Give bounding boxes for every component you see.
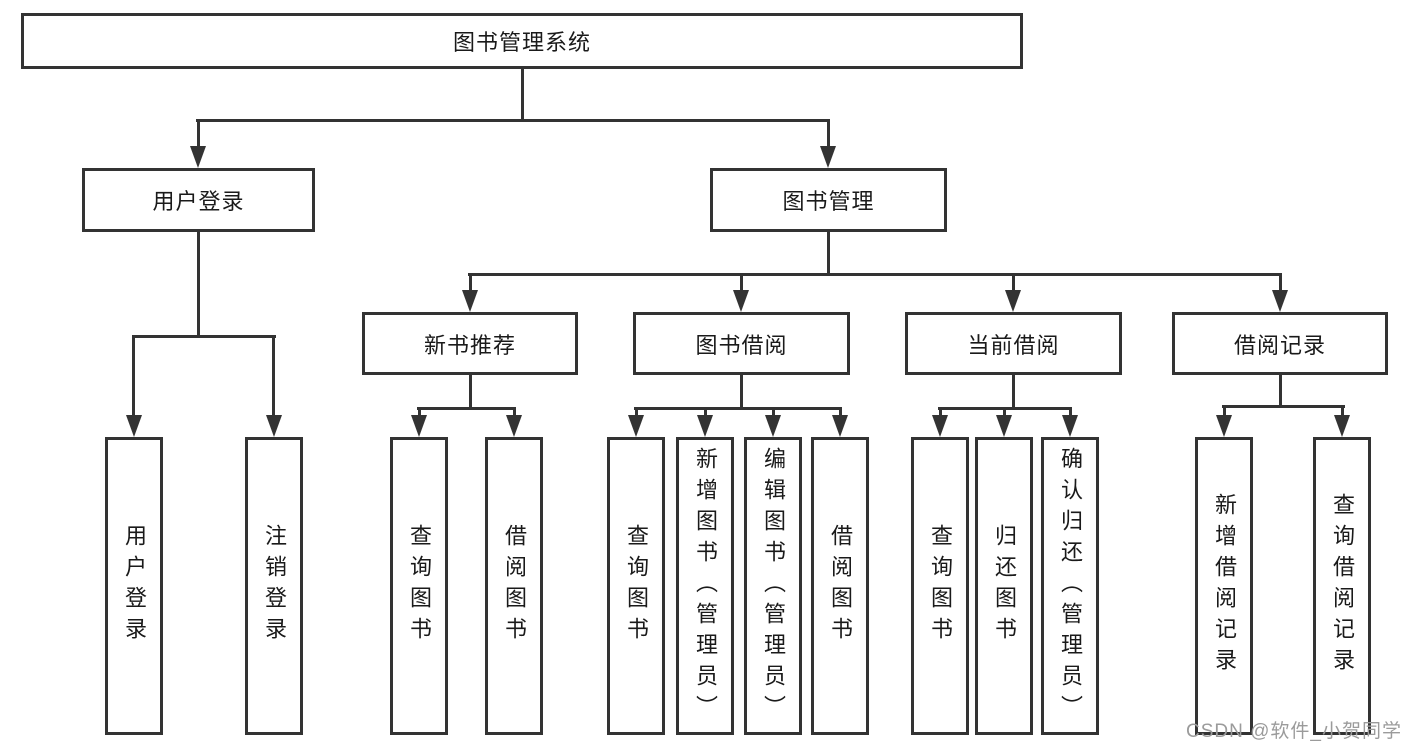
leaf-nbr-query-books-label: 查询图书 xyxy=(407,524,432,648)
connector-bookmgmt-drop1 xyxy=(469,273,472,293)
leaf-br-query-record-label: 查询借阅记录 xyxy=(1330,493,1355,679)
connector-bookmgmt-stem xyxy=(827,232,830,273)
leaf-bb-edit-books-admin-label: 编辑图书（管理员） xyxy=(761,446,786,726)
leaf-cb-query-books-label: 查询图书 xyxy=(928,524,953,648)
node-user-login: 用户登录 xyxy=(82,168,315,232)
node-book-management: 图书管理 xyxy=(710,168,947,232)
connector-br-drop1 xyxy=(1223,405,1226,417)
leaf-cb-return-books: 归还图书 xyxy=(975,437,1033,735)
leaf-br-query-record: 查询借阅记录 xyxy=(1313,437,1371,735)
node-root: 图书管理系统 xyxy=(21,13,1023,69)
node-root-label: 图书管理系统 xyxy=(452,30,591,55)
connector-root-stem xyxy=(521,69,524,119)
leaf-logout-label: 注销登录 xyxy=(262,524,287,648)
node-user-login-label: 用户登录 xyxy=(152,189,245,214)
connector-bb-drop4 xyxy=(839,407,842,417)
arrowhead-icon xyxy=(1334,415,1350,437)
connector-bb-hbar xyxy=(634,407,841,410)
node-book-borrowing-label: 图书借阅 xyxy=(695,332,788,358)
node-borrowing-records: 借阅记录 xyxy=(1172,312,1388,375)
leaf-cb-query-books: 查询图书 xyxy=(911,437,969,735)
leaf-bb-borrow-books: 借阅图书 xyxy=(811,437,869,735)
connector-br-hbar xyxy=(1222,405,1345,408)
watermark: CSDN @软件_小贺同学 xyxy=(1186,721,1402,742)
node-new-book-recommend-label: 新书推荐 xyxy=(423,332,516,358)
leaf-bb-add-books-admin: 新增图书（管理员） xyxy=(676,437,734,735)
connector-bb-drop3 xyxy=(772,407,775,417)
arrowhead-icon xyxy=(697,415,713,437)
connector-nbr-stem xyxy=(469,375,472,407)
leaf-bb-add-books-admin-label: 新增图书（管理员） xyxy=(693,446,718,726)
leaf-nbr-borrow-books-label: 借阅图书 xyxy=(502,524,527,648)
connector-userlogin-drop1 xyxy=(132,335,135,417)
arrowhead-icon xyxy=(411,415,427,437)
arrowhead-icon xyxy=(820,146,836,168)
connector-userlogin-hbar xyxy=(132,335,276,338)
connector-cb-drop2 xyxy=(1003,407,1006,417)
connector-bb-drop1 xyxy=(635,407,638,417)
arrowhead-icon xyxy=(126,415,142,437)
connector-br-drop2 xyxy=(1341,405,1344,417)
arrowhead-icon xyxy=(1216,415,1232,437)
leaf-br-add-record-label: 新增借阅记录 xyxy=(1212,493,1237,679)
connector-userlogin-stem xyxy=(197,232,200,335)
node-book-management-label: 图书管理 xyxy=(782,189,875,214)
arrowhead-icon xyxy=(1272,290,1288,312)
node-current-borrowing: 当前借阅 xyxy=(905,312,1122,375)
leaf-nbr-query-books: 查询图书 xyxy=(390,437,448,735)
connector-nbr-drop1 xyxy=(418,407,421,417)
leaf-user-login-label: 用户登录 xyxy=(122,524,147,648)
connector-br-stem xyxy=(1279,375,1282,405)
leaf-bb-query-books-label: 查询图书 xyxy=(624,524,649,648)
arrowhead-icon xyxy=(506,415,522,437)
leaf-cb-return-books-label: 归还图书 xyxy=(992,524,1017,648)
arrowhead-icon xyxy=(932,415,948,437)
arrowhead-icon xyxy=(733,290,749,312)
connector-cb-stem xyxy=(1012,375,1015,407)
connector-cb-drop3 xyxy=(1069,407,1072,417)
arrowhead-icon xyxy=(462,290,478,312)
connector-bb-drop2 xyxy=(704,407,707,417)
leaf-bb-borrow-books-label: 借阅图书 xyxy=(828,524,853,648)
connector-root-right-drop xyxy=(827,119,830,149)
leaf-bb-edit-books-admin: 编辑图书（管理员） xyxy=(744,437,802,735)
node-current-borrowing-label: 当前借阅 xyxy=(967,332,1060,358)
connector-nbr-hbar xyxy=(417,407,516,410)
node-new-book-recommend: 新书推荐 xyxy=(362,312,578,375)
arrowhead-icon xyxy=(190,146,206,168)
leaf-logout: 注销登录 xyxy=(245,437,303,735)
leaf-cb-confirm-return-admin: 确认归还（管理员） xyxy=(1041,437,1099,735)
connector-root-left-drop xyxy=(197,119,200,149)
node-borrowing-records-label: 借阅记录 xyxy=(1233,332,1326,358)
arrowhead-icon xyxy=(1005,290,1021,312)
connector-bookmgmt-drop2 xyxy=(740,273,743,293)
connector-root-hbar xyxy=(196,119,830,122)
connector-nbr-drop2 xyxy=(513,407,516,417)
connector-cb-drop1 xyxy=(939,407,942,417)
arrowhead-icon xyxy=(1062,415,1078,437)
arrowhead-icon xyxy=(996,415,1012,437)
arrowhead-icon xyxy=(832,415,848,437)
connector-bookmgmt-drop3 xyxy=(1012,273,1015,293)
leaf-cb-confirm-return-admin-label: 确认归还（管理员） xyxy=(1058,446,1083,726)
leaf-bb-query-books: 查询图书 xyxy=(607,437,665,735)
node-book-borrowing: 图书借阅 xyxy=(633,312,850,375)
arrowhead-icon xyxy=(628,415,644,437)
connector-bb-stem xyxy=(740,375,743,407)
leaf-user-login: 用户登录 xyxy=(105,437,163,735)
leaf-br-add-record: 新增借阅记录 xyxy=(1195,437,1253,735)
arrowhead-icon xyxy=(765,415,781,437)
arrowhead-icon xyxy=(266,415,282,437)
connector-userlogin-drop2 xyxy=(272,335,275,417)
connector-bookmgmt-drop4 xyxy=(1279,273,1282,293)
connector-bookmgmt-hbar xyxy=(468,273,1282,276)
leaf-nbr-borrow-books: 借阅图书 xyxy=(485,437,543,735)
